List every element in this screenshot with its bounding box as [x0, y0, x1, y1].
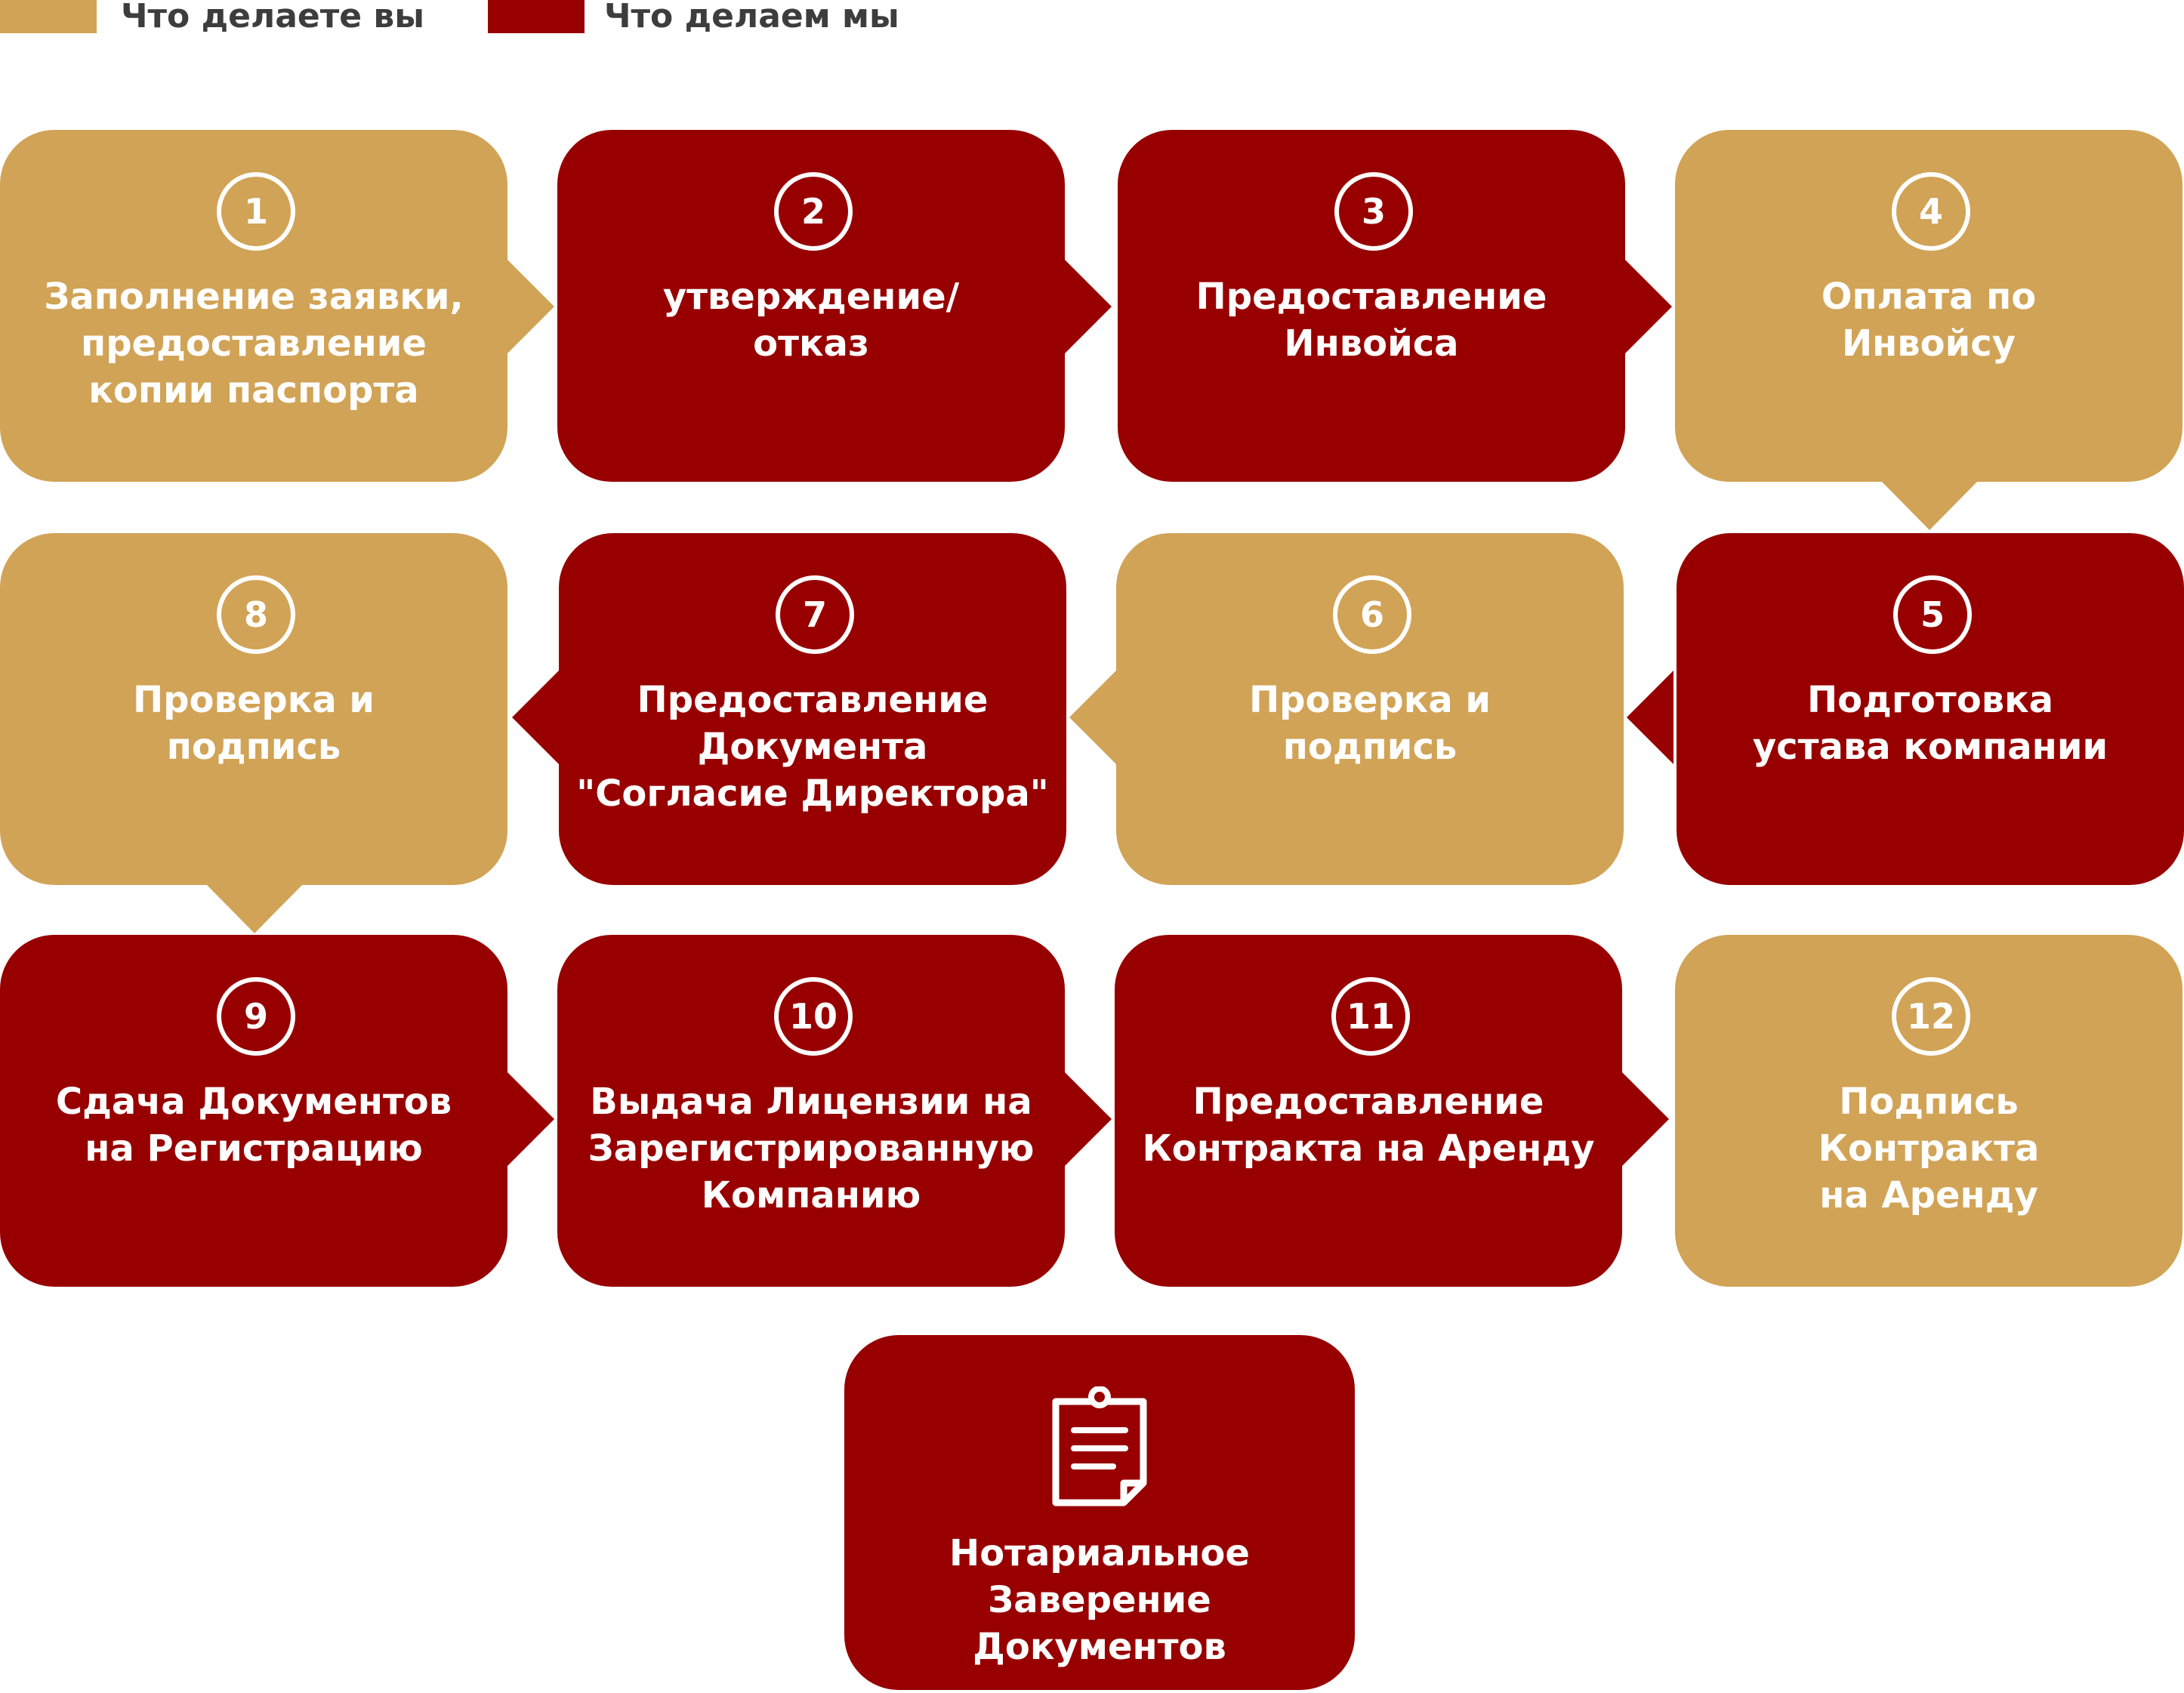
- step-8: 8 Проверка и подпись: [0, 533, 507, 885]
- legend-label-you: Что делаете вы: [121, 0, 425, 35]
- step-12: 12 Подпись Контракта на Аренду: [1675, 935, 2182, 1287]
- step-number: 3: [1334, 172, 1413, 251]
- step-9: 9 Сдача Документов на Регистрацию: [0, 935, 507, 1287]
- arrow-2-3: [1065, 260, 1112, 353]
- step-number: 4: [1892, 172, 1970, 251]
- legend: Что делаете вы Что делаем мы: [0, 0, 982, 36]
- step-1: 1 Заполнение заявки, предоставление копи…: [0, 130, 507, 482]
- step-7: 7 Предоставление Документа "Согласие Дир…: [559, 533, 1066, 885]
- step-number: 10: [774, 977, 853, 1056]
- step-3: 3 Предоставление Инвойса: [1118, 130, 1625, 482]
- step-label: утверждение/ отказ: [662, 276, 960, 365]
- step-number: 9: [217, 977, 295, 1056]
- arrow-11-12: [1622, 1072, 1669, 1166]
- step-label: Предоставление Документа "Согласие Дирек…: [576, 679, 1049, 815]
- step-label: Предоставление Контракта на Аренду: [1142, 1081, 1595, 1170]
- arrow-10-11: [1065, 1072, 1112, 1166]
- step-label: Подпись Контракта на Аренду: [1818, 1081, 2040, 1217]
- step-10: 10 Выдача Лицензии на Зарегистрированную…: [557, 935, 1065, 1287]
- step-final: Нотариальное Заверение Документов: [844, 1335, 1355, 1690]
- legend-swatch-we: [488, 0, 585, 33]
- step-2: 2 утверждение/ отказ: [557, 130, 1065, 482]
- step-label: Выдача Лицензии на Зарегистрированную Ко…: [588, 1081, 1035, 1217]
- arrow-3-4: [1625, 260, 1672, 353]
- step-5: 5 Подготовка устава компании: [1677, 533, 2184, 885]
- arrow-9-10: [507, 1072, 554, 1166]
- step-label: Нотариальное Заверение Документов: [949, 1532, 1250, 1668]
- step-label: Предоставление Инвойса: [1195, 276, 1547, 365]
- step-label: Проверка и подпись: [1248, 679, 1491, 768]
- step-label: Проверка и подпись: [132, 679, 375, 768]
- step-number: 1: [217, 172, 295, 251]
- step-number: 6: [1333, 575, 1411, 654]
- arrow-4-5: [1880, 480, 1979, 530]
- step-number: 7: [776, 575, 854, 654]
- step-number: 8: [217, 575, 295, 654]
- arrow-1-2: [507, 260, 554, 353]
- step-number: 12: [1892, 977, 1970, 1056]
- step-label: Сдача Документов на Регистрацию: [55, 1081, 452, 1170]
- step-6: 6 Проверка и подпись: [1116, 533, 1624, 885]
- arrow-6-7: [1069, 671, 1116, 764]
- arrow-8-9: [205, 884, 304, 933]
- step-number: 2: [774, 172, 853, 251]
- step-label: Заполнение заявки, предоставление копии …: [44, 276, 464, 412]
- legend-swatch-you: [0, 0, 97, 33]
- step-label: Оплата по Инвойсу: [1821, 276, 2037, 365]
- step-11: 11 Предоставление Контракта на Аренду: [1115, 935, 1622, 1287]
- step-4: 4 Оплата по Инвойсу: [1675, 130, 2182, 482]
- step-number: 11: [1331, 977, 1410, 1056]
- document-icon: [1052, 1386, 1147, 1506]
- legend-label-we: Что делаем мы: [604, 0, 899, 35]
- arrow-7-8: [512, 671, 559, 764]
- step-label: Подготовка устава компании: [1752, 679, 2108, 768]
- step-number: 5: [1893, 575, 1972, 654]
- arrow-5-6: [1627, 671, 1673, 764]
